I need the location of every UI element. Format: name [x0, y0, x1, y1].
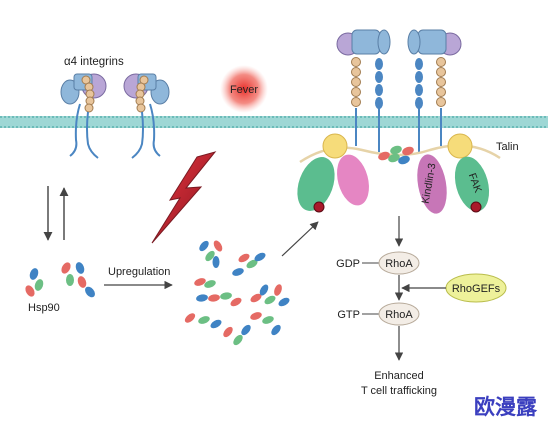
- rhoa-gdp-label: RhoA: [385, 258, 413, 270]
- cell-membrane: [0, 116, 548, 128]
- rhogefs-label: RhoGEFs: [452, 283, 501, 295]
- outcome-line-2: T cell trafficking: [361, 385, 437, 397]
- hsp90-label: Hsp90: [28, 302, 60, 314]
- upregulation-label: Upregulation: [108, 266, 170, 278]
- pink-adaptor: [337, 154, 369, 206]
- fever-glow: Fever: [220, 65, 268, 113]
- equilibrium-arrows: [43, 186, 69, 241]
- gdp-label: GDP: [336, 258, 360, 270]
- fak: FAK: [454, 156, 490, 212]
- membrane-hsp90: [378, 145, 414, 165]
- lightning-bolt-icon: [151, 151, 217, 244]
- kindlin-3: Kindlin-3: [417, 154, 447, 214]
- integrins-label: α4 integrins: [64, 56, 124, 68]
- resting-integrin-right: [123, 73, 170, 159]
- green-adaptor: [297, 157, 335, 211]
- resting-integrin-left: [60, 73, 107, 159]
- talin-label: Talin: [496, 141, 519, 153]
- fak-phospho-site: [470, 201, 482, 213]
- talin-head-right: [447, 133, 473, 159]
- rhoa-gdp: [378, 251, 420, 275]
- hsp90-cluster: [184, 240, 290, 346]
- rhoa-gtp: [378, 302, 420, 326]
- phospho-site: [313, 201, 325, 213]
- watermark: 欧漫露: [474, 395, 538, 419]
- gtp-label: GTP: [337, 309, 360, 321]
- outcome-line-1: Enhanced: [374, 370, 424, 382]
- active-integrin-left: [336, 29, 391, 152]
- activation-arrow: [281, 221, 319, 257]
- talin-head: [322, 133, 348, 159]
- active-integrin-right: [407, 29, 462, 152]
- hsp90-dimers: [25, 262, 95, 298]
- rhoa-gtp-label: RhoA: [385, 309, 413, 321]
- fever-label: Fever: [230, 84, 258, 96]
